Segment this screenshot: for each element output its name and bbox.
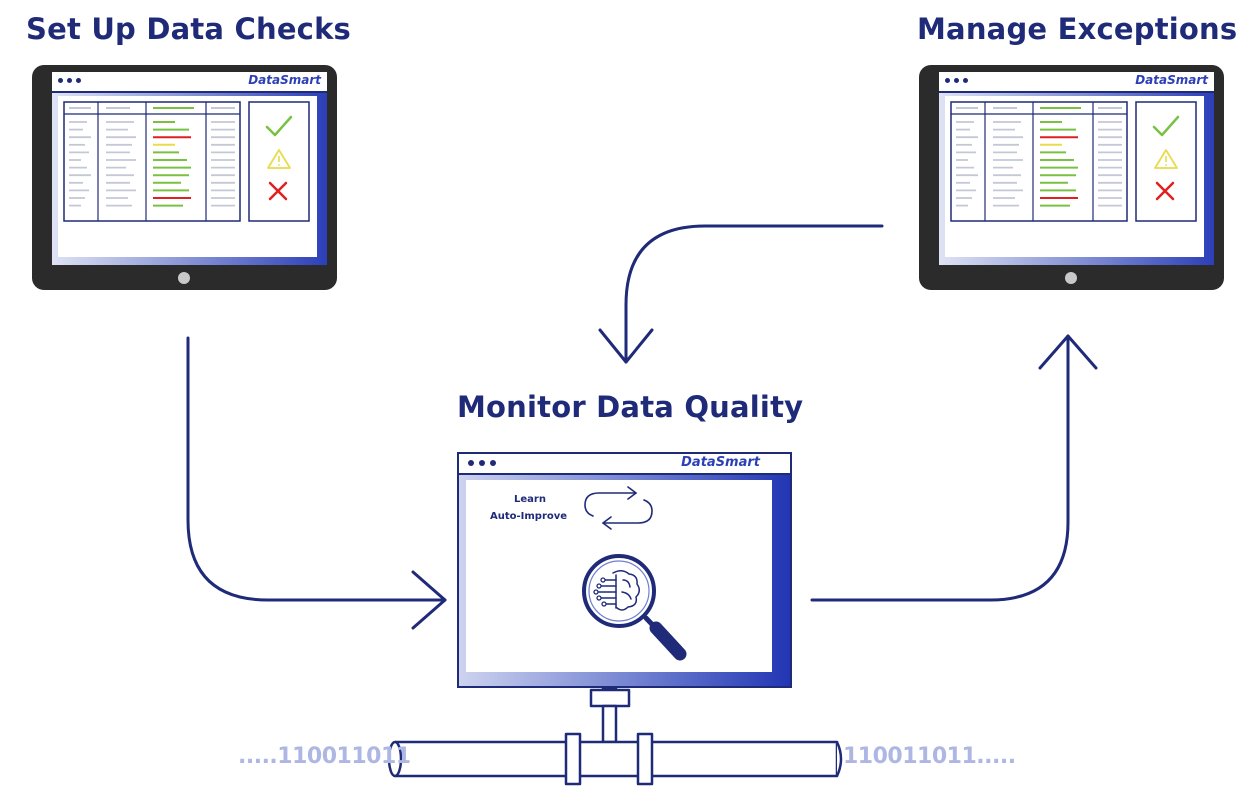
check-icon — [265, 115, 293, 137]
setup-data-checks-heading: Set Up Data Checks — [26, 12, 352, 46]
window-titlebar: DataSmart — [939, 72, 1214, 93]
brand-label: DataSmart — [1135, 73, 1208, 87]
check-icon — [1152, 115, 1180, 137]
window-titlebar: DataSmart — [459, 454, 790, 475]
learn-label: Learn — [514, 494, 546, 505]
cross-icon — [268, 181, 288, 201]
warning-icon — [1154, 149, 1178, 169]
warning-icon-dot — [1165, 164, 1167, 166]
arrow-manage-to-monitor — [624, 224, 884, 364]
arrow-setup-to-monitor — [186, 336, 447, 602]
window-titlebar: DataSmart — [52, 72, 327, 93]
cross-icon — [1155, 181, 1175, 201]
tablet-screen: DataSmart — [52, 72, 327, 265]
window-dots-icon — [468, 460, 496, 466]
monitor-window-body: Learn Auto-Improve — [466, 480, 772, 672]
arrow-head-down-icon — [598, 328, 654, 364]
home-button — [178, 272, 190, 284]
monitor-window: DataSmart Learn Auto-Improve — [457, 452, 792, 688]
arrow-head-right-icon — [411, 570, 447, 630]
setup-tablet: DataSmart — [32, 65, 337, 290]
window-dots-icon — [58, 78, 81, 83]
warning-icon-dot — [278, 164, 280, 166]
monitor-data-quality-heading: Monitor Data Quality — [457, 390, 804, 424]
table-frame — [63, 101, 241, 222]
manage-exceptions-heading: Manage Exceptions — [917, 12, 1238, 46]
home-button — [1065, 272, 1077, 284]
auto-improve-label: Auto-Improve — [490, 511, 568, 522]
binary-stream-left: .....110011011 — [238, 744, 411, 769]
brand-label: DataSmart — [681, 455, 760, 470]
table-frame — [950, 101, 1128, 222]
cycle-arrows-icon — [584, 486, 653, 530]
data-table-graphic — [950, 101, 1197, 222]
monitor-graphics — [582, 486, 687, 661]
data-check-table-panel — [58, 96, 317, 257]
binary-stream-right: 110011011..... — [843, 744, 1016, 769]
brand-label: DataSmart — [248, 73, 321, 87]
warning-icon — [267, 149, 291, 169]
arrow-monitor-to-manage — [810, 334, 1070, 602]
data-table-graphic — [63, 101, 310, 222]
data-check-table-panel — [945, 96, 1204, 257]
window-dots-icon — [945, 78, 968, 83]
ai-brain-magnifier-icon — [582, 554, 687, 661]
arrow-head-up-icon — [1038, 334, 1098, 370]
exceptions-tablet: DataSmart — [919, 65, 1224, 290]
tablet-screen: DataSmart — [939, 72, 1214, 265]
